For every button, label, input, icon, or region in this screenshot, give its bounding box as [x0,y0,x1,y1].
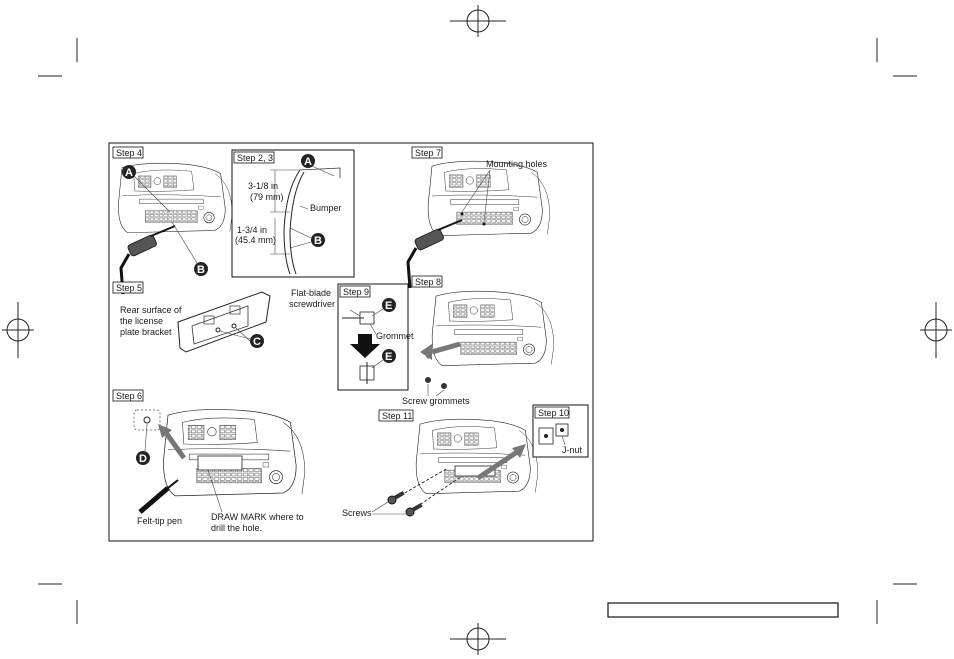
callout-a: A [125,167,133,179]
step-4-label: Step 4 [116,148,142,158]
step-9-label: Step 9 [343,287,369,297]
panel-step-11: Step 11 Screws [342,410,538,518]
arrow-out-icon [432,344,460,352]
bumper-label: Bumper [310,203,342,213]
draw-mark-line1: DRAW MARK where to [211,512,304,522]
step-11-label: Step 11 [382,411,412,421]
callout-b: B [197,264,205,276]
callout-b-detail: B [314,235,322,247]
callout-a-detail: A [304,156,312,168]
callout-e-top: E [385,300,392,312]
screw-grommets-label: Screw grommets [402,396,470,406]
dim-1-3-4: 1-3/4 in [237,225,267,235]
flat-blade-line1: Flat-blade [291,288,331,298]
callout-e-bottom: E [385,351,392,363]
arrow-up-left-icon [164,430,184,458]
step-10-label: Step 10 [538,408,569,418]
panel-step-10: Step 10 J-nut [533,405,588,457]
panel-step-2-3: Step 2, 3 A 3-1/8 in (79 mm) Bumper 1-3/… [232,150,354,277]
page-footer-bar [608,603,838,617]
screws-label: Screws [342,508,372,518]
panel-step-4: Step 4 A B [113,147,232,294]
grommet-label: Grommet [376,331,414,341]
panel-step-9: Flat-blade screwdriver Step 9 E Grommet … [289,284,414,390]
step-8-label: Step 8 [415,277,441,287]
callout-d: D [139,453,147,465]
rear-surface-line2: the license [120,316,163,326]
draw-mark-line2: drill the hole. [211,523,262,533]
callout-c: C [253,336,261,348]
j-nut-label: J-nut [562,445,583,455]
step-7-label: Step 7 [415,148,441,158]
panel-step-7: Step 7 Mounting holes [408,147,550,288]
panel-step-6: Step 6 D Felt-tip pen DRAW MARK where to… [113,390,305,533]
mounting-holes-label: Mounting holes [486,159,548,169]
step-2-3-label: Step 2, 3 [237,153,273,163]
dim-45mm: (45.4 mm) [235,235,276,245]
dim-3-1-8: 3-1/8 in [248,181,278,191]
rear-surface-line1: Rear surface of [120,305,182,315]
felt-tip-label: Felt-tip pen [137,516,182,526]
panel-step-5: Step 5 Rear surface of the license plate… [113,282,270,352]
flat-blade-line2: screwdriver [289,299,335,309]
dim-79mm: (79 mm) [250,192,284,202]
step-6-label: Step 6 [116,391,142,401]
step-5-label: Step 5 [116,283,142,293]
rear-surface-line3: plate bracket [120,327,172,337]
panel-step-8: Step 8 Screw grommets [402,276,554,406]
